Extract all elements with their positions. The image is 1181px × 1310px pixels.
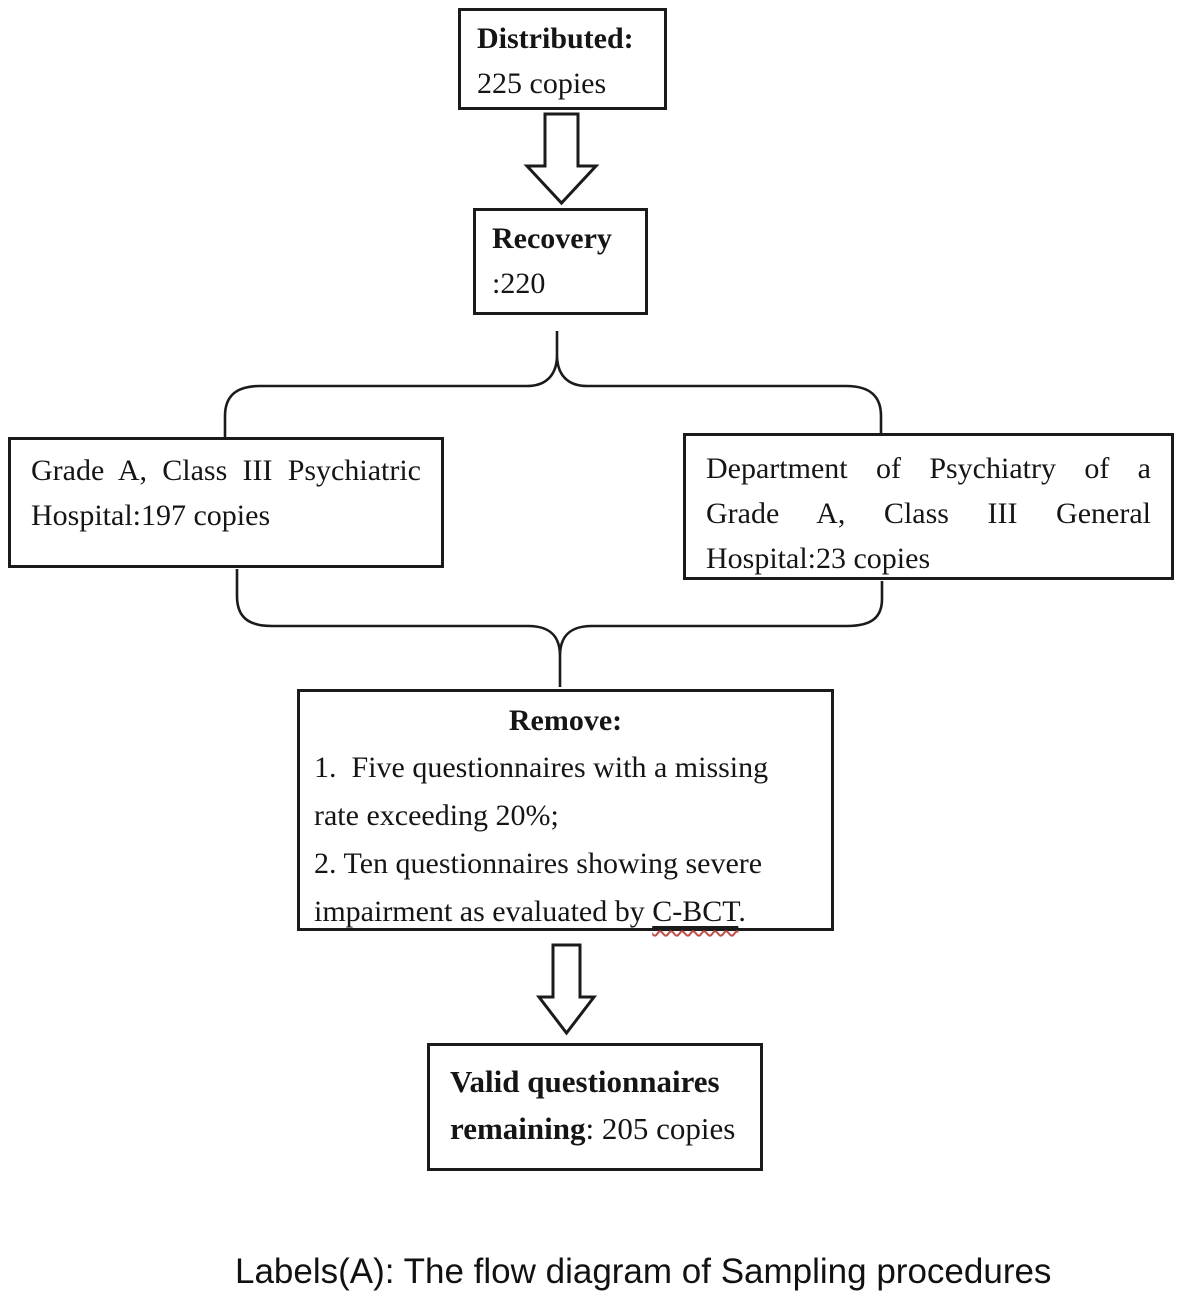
remove-item1-line: rate exceeding 20%;	[314, 799, 559, 832]
cbct-term: C-BCT	[652, 895, 739, 928]
recovery-box: Recovery :220	[473, 208, 648, 315]
down-arrow-icon	[523, 112, 600, 206]
general-hospital-line: Hospital:23 copies	[706, 542, 931, 575]
valid-box: Valid questionnaires remaining: 205 copi…	[427, 1043, 763, 1171]
distributed-title: Distributed:	[477, 22, 634, 55]
psychiatric-hospital-line: Hospital:197 copies	[31, 499, 271, 532]
valid-line2: remaining: 205 copies	[450, 1111, 736, 1146]
remove-item2-suffix: .	[738, 895, 746, 928]
psychiatric-hospital-line: Grade A, Class III Psychiatric	[31, 454, 421, 487]
recovery-title: Recovery	[492, 222, 612, 255]
remove-item1-line: 1. Five questionnaires with a missing	[314, 751, 769, 784]
remove-title: Remove:	[508, 704, 623, 737]
remove-item2-prefix: impairment as evaluated by	[314, 895, 653, 928]
distributed-box: Distributed: 225 copies	[458, 8, 667, 110]
valid-line1: Valid questionnaires	[450, 1064, 720, 1099]
split-connector	[223, 331, 883, 437]
merge-connector	[235, 569, 884, 687]
down-arrow-icon	[535, 943, 598, 1036]
psychiatric-hospital-box: Grade A, Class III Psychiatric Hospital:…	[8, 437, 444, 568]
general-hospital-box: Department of Psychiatry of a Grade A, C…	[683, 433, 1174, 580]
general-hospital-line: Department of Psychiatry of a	[706, 452, 1151, 485]
figure-caption: Labels(A): The flow diagram of Sampling …	[235, 1252, 1052, 1291]
remove-item2-line: impairment as evaluated by C-BCT.	[314, 888, 817, 936]
general-hospital-line: Grade A, Class III General	[706, 497, 1151, 530]
remove-box: Remove: 1. Five questionnaires with a mi…	[297, 689, 834, 931]
remove-item2-line: 2. Ten questionnaires showing severe	[314, 847, 763, 880]
recovery-value: :220	[492, 267, 546, 300]
distributed-value: 225 copies	[477, 67, 607, 100]
